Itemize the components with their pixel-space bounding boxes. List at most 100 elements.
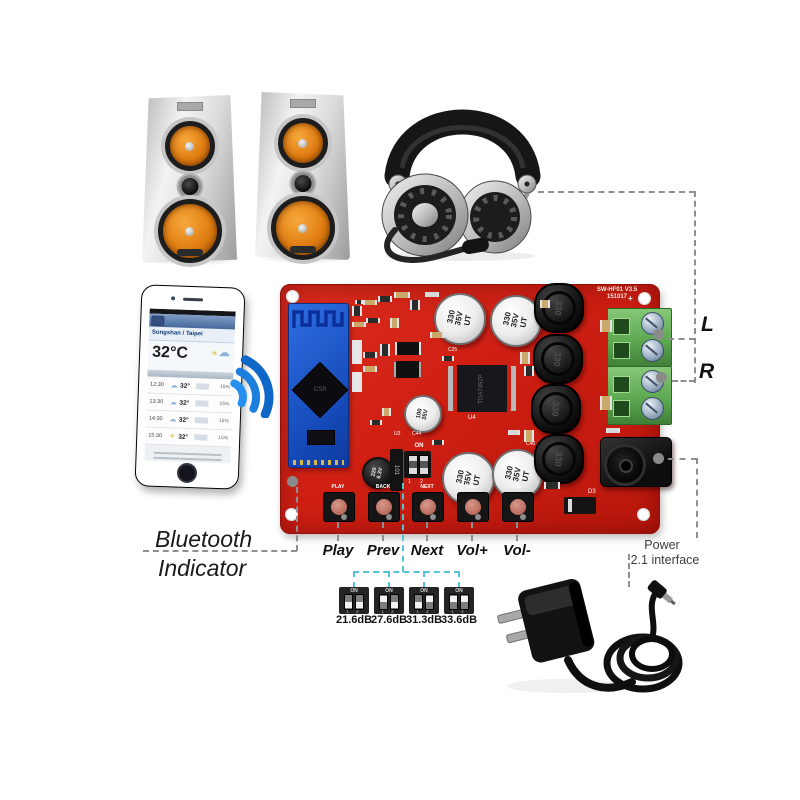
speaker-port <box>289 246 316 253</box>
smd-component <box>355 300 363 304</box>
vol-down-label: Vol- <box>503 542 531 559</box>
speaker-mid-driver <box>277 118 328 168</box>
inductor: 330 <box>534 283 584 333</box>
vol-down-button <box>502 492 534 522</box>
inductor: 330 <box>531 384 581 434</box>
smd-component <box>432 440 444 445</box>
power-label-line2: 2.1 interface <box>630 553 700 567</box>
soic-chip <box>396 361 419 378</box>
smd-component <box>425 292 439 297</box>
forecast-detail <box>194 417 217 424</box>
speaker-tweeter <box>291 172 314 195</box>
smd-component <box>394 292 410 298</box>
headphone-connector-line <box>538 191 695 193</box>
smd-component <box>378 296 392 302</box>
resistor: 101 <box>390 449 403 491</box>
gain-value-label: 21.6dB <box>335 614 373 626</box>
ref-silkscreen: C25 <box>448 347 458 353</box>
bluetooth-indicator-label: Bluetooth <box>155 526 253 552</box>
antenna-trace <box>292 310 344 328</box>
csr-chip: CSR <box>291 361 349 419</box>
inductor: 330 <box>534 434 584 484</box>
smd-component <box>390 318 399 328</box>
prev-label: Prev <box>366 542 400 559</box>
forecast-footer <box>144 444 231 464</box>
ref-silkscreen: C40 <box>526 441 536 447</box>
button-silkscreen: VOL- <box>511 484 523 490</box>
button-callout-line <box>426 522 428 541</box>
gain-callout-line <box>388 571 390 588</box>
right-channel-label: R <box>699 360 715 383</box>
smd-component <box>606 428 620 433</box>
bluetooth-indicator-label: Indicator <box>158 555 247 581</box>
mounting-hole <box>285 508 298 521</box>
gain-dip-diagram: ON 1 2 <box>339 587 369 614</box>
smd-component <box>352 322 366 327</box>
vol-up-label: Vol+ <box>456 542 488 559</box>
temperature-value: 32°C <box>151 343 189 362</box>
speaker-left-image <box>142 95 237 263</box>
smd-component <box>544 482 560 489</box>
gain-callout-line <box>353 571 355 588</box>
smd-component <box>540 300 550 308</box>
right-channel-dot <box>656 372 667 383</box>
button-callout-line <box>516 522 518 541</box>
bluetooth-module: CSR <box>288 303 349 468</box>
next-label: Next <box>410 542 444 559</box>
ref-silkscreen: U3 <box>394 431 401 437</box>
forecast-detail <box>195 383 219 390</box>
gain-value-label: 27.6dB <box>370 614 408 626</box>
output-connector-line <box>694 191 696 383</box>
smd-component <box>524 366 534 376</box>
smd-component <box>524 430 534 442</box>
forecast-detail <box>194 434 217 441</box>
power-label-line1: Power <box>644 538 680 552</box>
cloud-icon: ☁ <box>170 382 178 390</box>
module-pads <box>293 460 344 465</box>
button-callout-line <box>382 522 384 541</box>
bluetooth-indicator-line <box>143 550 297 552</box>
speaker-mid-driver <box>164 121 215 171</box>
bluetooth-indicator-line <box>296 487 298 551</box>
mounting-hole <box>638 292 651 305</box>
speaker-badge <box>176 102 203 111</box>
button-callout-line <box>471 522 473 541</box>
power-connector-line <box>628 554 630 587</box>
inductor: 330 <box>533 334 583 384</box>
smd-component <box>352 340 362 364</box>
sun-icon: ☀ <box>168 433 176 441</box>
prev-button <box>368 492 400 522</box>
headphones-image <box>381 109 541 263</box>
bluetooth-signal-icon <box>230 355 274 418</box>
left-channel-dot <box>653 329 664 340</box>
dip-pins-silkscreen: 1 2 <box>408 479 427 485</box>
button-silkscreen: VOL+ <box>465 484 479 490</box>
gain-dip-switch <box>404 451 431 478</box>
jack-barrel <box>604 444 646 486</box>
smd-component <box>508 430 520 435</box>
right-channel-line <box>672 380 695 382</box>
smd-component <box>600 320 612 332</box>
cloud-icon: ☁ <box>169 399 178 407</box>
mounting-hole <box>637 508 650 521</box>
gain-value-label: 31.3dB <box>405 614 443 626</box>
smd-component <box>370 420 382 425</box>
left-channel-line <box>668 338 695 340</box>
gain-dip-diagram: ON 1 2 <box>374 587 404 614</box>
button-silkscreen: BACK <box>375 484 391 490</box>
power-connector-line <box>696 458 698 538</box>
speaker-port <box>176 249 203 256</box>
cloud-icon: ☁ <box>169 416 177 424</box>
play-label: Play <box>322 542 354 559</box>
gain-callout-line <box>458 571 460 588</box>
mounting-hole <box>286 290 299 303</box>
smd-component <box>442 356 454 361</box>
dip-slider <box>419 455 429 475</box>
speaker-tweeter <box>178 175 201 198</box>
gain-callout-line <box>423 571 425 588</box>
vol-up-button <box>457 492 489 522</box>
gain-dip-diagram: ON 1 2 <box>444 587 474 614</box>
diode-ref-silkscreen: D3 <box>588 489 596 495</box>
smd-component <box>352 372 362 392</box>
